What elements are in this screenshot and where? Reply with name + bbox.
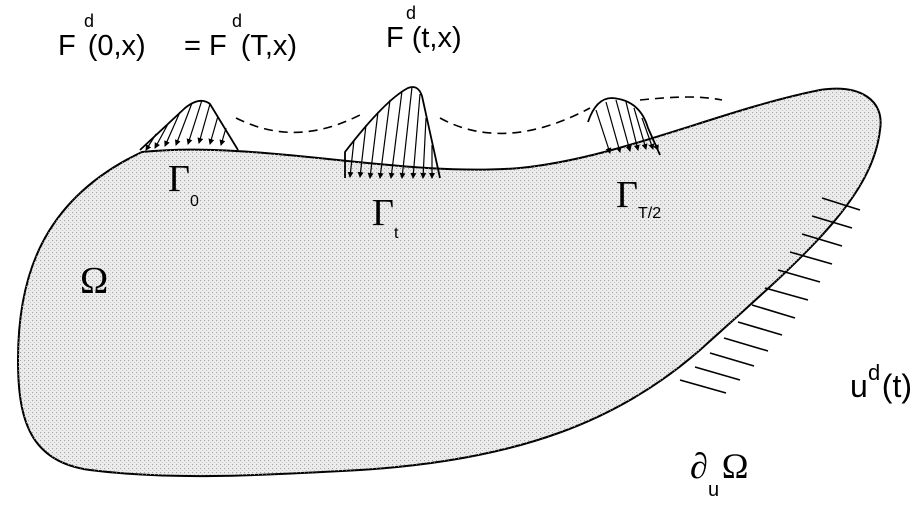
label-displacement-sup: d — [868, 360, 881, 385]
label-force-equals-sup: d — [232, 11, 243, 31]
support-hatching — [679, 197, 861, 394]
label-gamma-t: Γ t — [372, 192, 399, 242]
label-gamma-t-sub: t — [394, 225, 399, 242]
label-gamma-0-sub: 0 — [190, 193, 199, 210]
label-boundary: ∂Ω u — [690, 446, 749, 501]
label-gamma-half-sub: T/2 — [638, 205, 662, 222]
label-force-initial: F(0,x) d — [58, 11, 146, 62]
label-force-t-sup: d — [406, 3, 417, 23]
traction-gamma-half — [587, 97, 661, 156]
load-envelope-dashed — [235, 96, 723, 135]
traction-gamma-0 — [139, 99, 239, 151]
label-force-t: F(t,x) d — [386, 3, 462, 54]
label-displacement: u(t) d — [850, 360, 912, 404]
label-omega: Ω — [80, 260, 109, 302]
label-force-equals: = F(T,x) d — [184, 11, 298, 62]
domain-stipple — [18, 88, 881, 477]
label-boundary-sub: u — [708, 479, 720, 501]
label-gamma-0: Γ 0 — [168, 158, 199, 210]
traction-gamma-t — [344, 86, 441, 179]
label-force-initial-sup: d — [84, 11, 95, 31]
label-gamma-half: Γ T/2 — [616, 174, 662, 222]
